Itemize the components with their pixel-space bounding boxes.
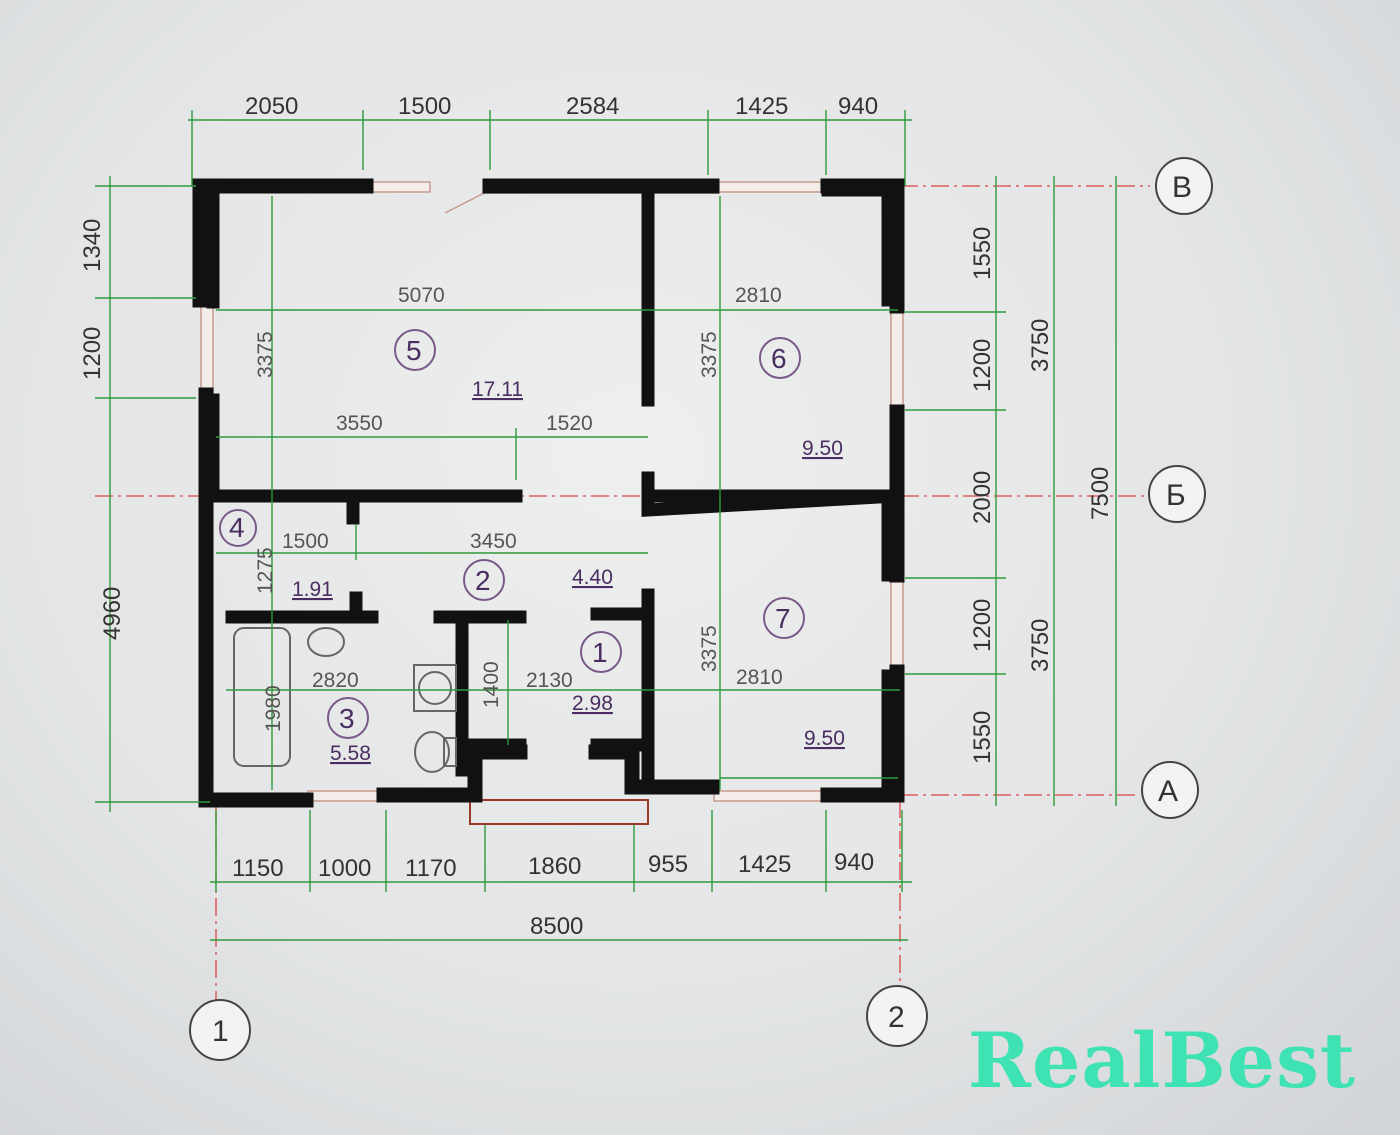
- dim-bottom-1: 1150: [232, 855, 284, 882]
- room-2-area: 4.40: [572, 566, 613, 589]
- dim-r7-height: 3375: [698, 625, 721, 672]
- dim-right-mid-1: 3750: [1027, 319, 1054, 372]
- dim-right-outer: 7500: [1087, 467, 1114, 520]
- room-6-number: 6: [771, 343, 787, 374]
- watermark-logo: RealBest: [967, 1016, 1356, 1105]
- axis-markers: В Б А 1 2: [189, 157, 1213, 1061]
- dim-r3-height: 1980: [262, 685, 285, 732]
- sanitary-fixtures: [233, 627, 457, 773]
- dim-left-3: 4960: [99, 587, 126, 640]
- room-1-area: 2.98: [572, 692, 613, 715]
- dim-overall-width: 8500: [530, 913, 583, 940]
- dimension-labels: 2050 1500 2584 1425 940 1150 1000 1170 1…: [79, 93, 1114, 940]
- dim-r4-height: 1275: [254, 547, 277, 594]
- dim-bottom-2: 1000: [318, 855, 371, 882]
- dim-top-4: 1425: [735, 93, 788, 120]
- room-4-number: 4: [229, 512, 245, 543]
- room-4-area: 1.91: [292, 578, 333, 601]
- dim-right-1: 1550: [969, 227, 996, 280]
- axis-col-1: 1: [212, 1015, 229, 1048]
- dim-corridor-width: 3550: [336, 412, 383, 435]
- room-3-number: 3: [339, 703, 355, 734]
- axis-row-a: А: [1158, 775, 1178, 808]
- dim-right-5: 1550: [969, 711, 996, 764]
- room-2-number: 2: [475, 565, 491, 596]
- dim-bottom-5: 955: [648, 851, 688, 878]
- dim-r5-width: 5070: [398, 284, 445, 307]
- dim-bottom-7: 940: [834, 849, 874, 876]
- porch-outline: [469, 799, 649, 825]
- room-5-area: 17.11: [472, 378, 523, 401]
- dim-r3-width: 2820: [312, 669, 359, 692]
- dim-r5-height: 3375: [254, 331, 277, 378]
- dim-left-1: 1340: [79, 219, 106, 272]
- room-labels: 5 17.11 6 9.50 4 1.91 2 4.40 3 5.58 1 2.…: [219, 329, 845, 765]
- dim-r6-width: 2810: [735, 284, 782, 307]
- dim-top-5: 940: [838, 93, 878, 120]
- room-1-number: 1: [592, 637, 608, 668]
- dim-right-3: 2000: [969, 471, 996, 524]
- room-3-area: 5.58: [330, 742, 371, 765]
- dimension-lines: [95, 110, 1117, 941]
- dim-left-2: 1200: [79, 327, 106, 380]
- room-7-area: 9.50: [804, 727, 845, 750]
- dim-right-4: 1200: [969, 599, 996, 652]
- dim-bottom-4: 1860: [528, 853, 581, 880]
- room-7-number: 7: [775, 603, 791, 634]
- dim-r6-height: 3375: [698, 331, 721, 378]
- dim-bottom-3: 1170: [405, 855, 457, 882]
- dim-right-mid-2: 3750: [1027, 619, 1054, 672]
- dim-r2-width: 3450: [470, 530, 517, 553]
- dim-top-2: 1500: [398, 93, 451, 120]
- dim-r7-width: 2810: [736, 666, 783, 689]
- dim-r1-width: 2130: [526, 669, 573, 692]
- dim-corridor-step: 1520: [546, 412, 593, 435]
- dim-wc-height: 1400: [480, 661, 503, 708]
- axis-col-2: 2: [888, 1001, 905, 1034]
- room-6-area: 9.50: [802, 437, 843, 460]
- dim-r4-width: 1500: [282, 530, 329, 553]
- interior-walls: [206, 183, 904, 802]
- axis-row-v: В: [1172, 171, 1192, 204]
- dim-right-2: 1200: [969, 339, 996, 392]
- door-swing: [444, 189, 491, 214]
- dim-top-3: 2584: [566, 93, 619, 120]
- room-5-number: 5: [406, 335, 422, 366]
- axis-row-b: Б: [1166, 479, 1186, 512]
- dim-top-1: 2050: [245, 93, 298, 120]
- dim-bottom-6: 1425: [738, 851, 791, 878]
